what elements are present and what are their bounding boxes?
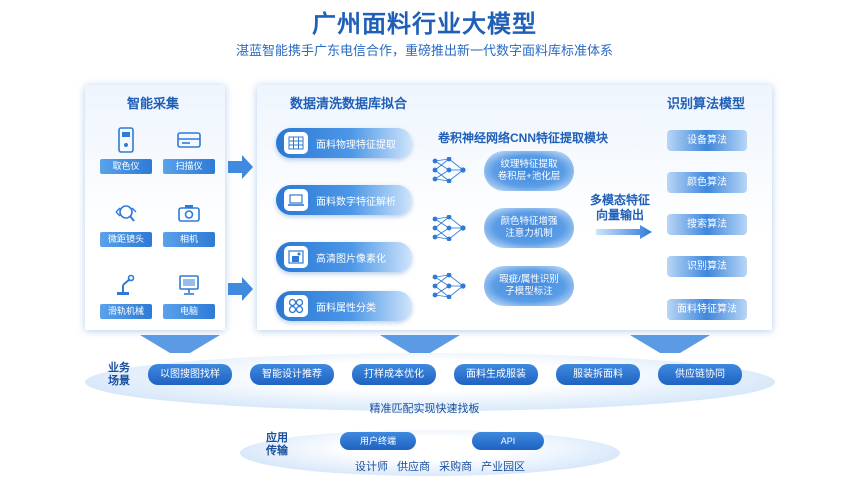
device-label: 取色仪 bbox=[100, 159, 152, 174]
cnn-module: 瑕疵/属性识别子模型标注 bbox=[484, 266, 574, 306]
process-label: 面料数字特征解析 bbox=[316, 196, 396, 208]
category-icon bbox=[284, 295, 308, 317]
business-label-line2: 场景 bbox=[108, 375, 130, 387]
multimodal-line1: 多模态特征 bbox=[590, 193, 651, 207]
api-tag: API bbox=[472, 432, 544, 450]
down-funnel-icon bbox=[630, 335, 710, 353]
process-item: 面料数字特征解析 bbox=[276, 185, 412, 215]
camera-icon bbox=[163, 200, 215, 226]
device-label: 电脑 bbox=[163, 304, 215, 319]
collection-title: 智能采集 bbox=[127, 96, 180, 111]
collection-panel bbox=[85, 85, 225, 330]
output-arrow-icon bbox=[596, 225, 652, 239]
device-label: 滑轨机械 bbox=[100, 304, 152, 319]
neural-network-icon bbox=[432, 157, 466, 183]
down-funnel-icon bbox=[140, 335, 220, 353]
device-label: 相机 bbox=[163, 232, 215, 247]
cnn-module: 颜色特征增强注意力机制 bbox=[484, 208, 574, 248]
flow-arrow-icon bbox=[228, 155, 253, 179]
process-label: 面料物理特征提取 bbox=[316, 139, 396, 151]
multimodal-output: 多模态特征 向量输出 bbox=[590, 193, 650, 223]
process-item: 面料物理特征提取 bbox=[276, 128, 412, 158]
cnn-module-line2: 卷积层+池化层 bbox=[497, 171, 561, 182]
process-item: 面料属性分类 bbox=[276, 291, 412, 321]
scenario-tag: 以图搜图找样 bbox=[148, 364, 232, 385]
application-base bbox=[240, 430, 620, 476]
algorithms-title: 识别算法模型 bbox=[667, 96, 746, 111]
device-label: 扫描仪 bbox=[163, 159, 215, 174]
algorithm-item: 搜索算法 bbox=[667, 214, 747, 235]
process-label: 高清图片像素化 bbox=[316, 253, 386, 265]
device-macro-lens: 微距镜头 bbox=[100, 200, 152, 247]
grid-icon bbox=[284, 132, 308, 154]
algorithm-item: 颜色算法 bbox=[667, 172, 747, 193]
down-funnel-icon bbox=[380, 335, 460, 353]
scenario-tag: 面料生成服装 bbox=[454, 364, 538, 385]
cnn-module: 纹理特征提取卷积层+池化层 bbox=[484, 151, 574, 191]
user-terminal-tag: 用户终端 bbox=[340, 432, 416, 450]
multimodal-line2: 向量输出 bbox=[595, 208, 644, 222]
business-label: 业务 场景 bbox=[108, 362, 130, 388]
cnn-module-line1: 纹理特征提取 bbox=[500, 159, 558, 170]
algorithm-item: 识别算法 bbox=[667, 256, 747, 277]
business-label-line1: 业务 bbox=[108, 362, 130, 374]
page-subtitle: 湛蓝智能携手广东电信合作，重磅推出新一代数字面料库标准体系 bbox=[235, 43, 613, 58]
cleaning-title: 数据清洗数据库拟合 bbox=[290, 96, 408, 111]
application-label-line1: 应用 bbox=[266, 432, 288, 444]
scenario-tag: 供应链协同 bbox=[658, 364, 742, 385]
macro-lens-icon bbox=[100, 200, 152, 226]
image-icon bbox=[284, 246, 308, 268]
flow-arrow-icon bbox=[228, 277, 253, 301]
scenario-tag: 智能设计推荐 bbox=[250, 364, 334, 385]
device-computer: 电脑 bbox=[163, 272, 215, 319]
device-camera: 相机 bbox=[163, 200, 215, 247]
computer-icon bbox=[163, 272, 215, 298]
page-title: 广州面料行业大模型 bbox=[312, 11, 537, 38]
device-robot-arm: 滑轨机械 bbox=[100, 272, 152, 319]
application-label-line2: 传输 bbox=[266, 445, 288, 457]
cnn-module-line2: 注意力机制 bbox=[505, 228, 553, 239]
process-label: 面料属性分类 bbox=[316, 302, 376, 314]
cnn-module-line1: 瑕疵/属性识别 bbox=[499, 274, 559, 285]
scanner-icon bbox=[163, 127, 215, 153]
algorithm-item: 面料特征算法 bbox=[667, 299, 747, 320]
laptop-icon bbox=[284, 189, 308, 211]
cnn-title: 卷积神经网络CNN特征提取模块 bbox=[438, 131, 608, 145]
robot-arm-icon bbox=[100, 272, 152, 298]
cnn-module-line2: 子模型标注 bbox=[505, 286, 553, 297]
process-item: 高清图片像素化 bbox=[276, 242, 412, 272]
scenario-tag: 服装拆面料 bbox=[556, 364, 640, 385]
neural-network-icon bbox=[432, 215, 466, 241]
device-color-meter: 取色仪 bbox=[100, 127, 152, 174]
device-label: 微距镜头 bbox=[100, 232, 152, 247]
application-label: 应用 传输 bbox=[266, 432, 288, 458]
device-scanner: 扫描仪 bbox=[163, 127, 215, 174]
neural-network-icon bbox=[432, 273, 466, 299]
algorithm-item: 设备算法 bbox=[667, 130, 747, 151]
color-meter-icon bbox=[100, 127, 152, 153]
user-roles: 设计师 供应商 采购商 产业园区 bbox=[355, 461, 526, 473]
cnn-module-line1: 颜色特征增强 bbox=[500, 216, 558, 227]
scenario-tag: 打样成本优化 bbox=[352, 364, 436, 385]
band-caption: 精准匹配实现快速找板 bbox=[369, 403, 480, 415]
